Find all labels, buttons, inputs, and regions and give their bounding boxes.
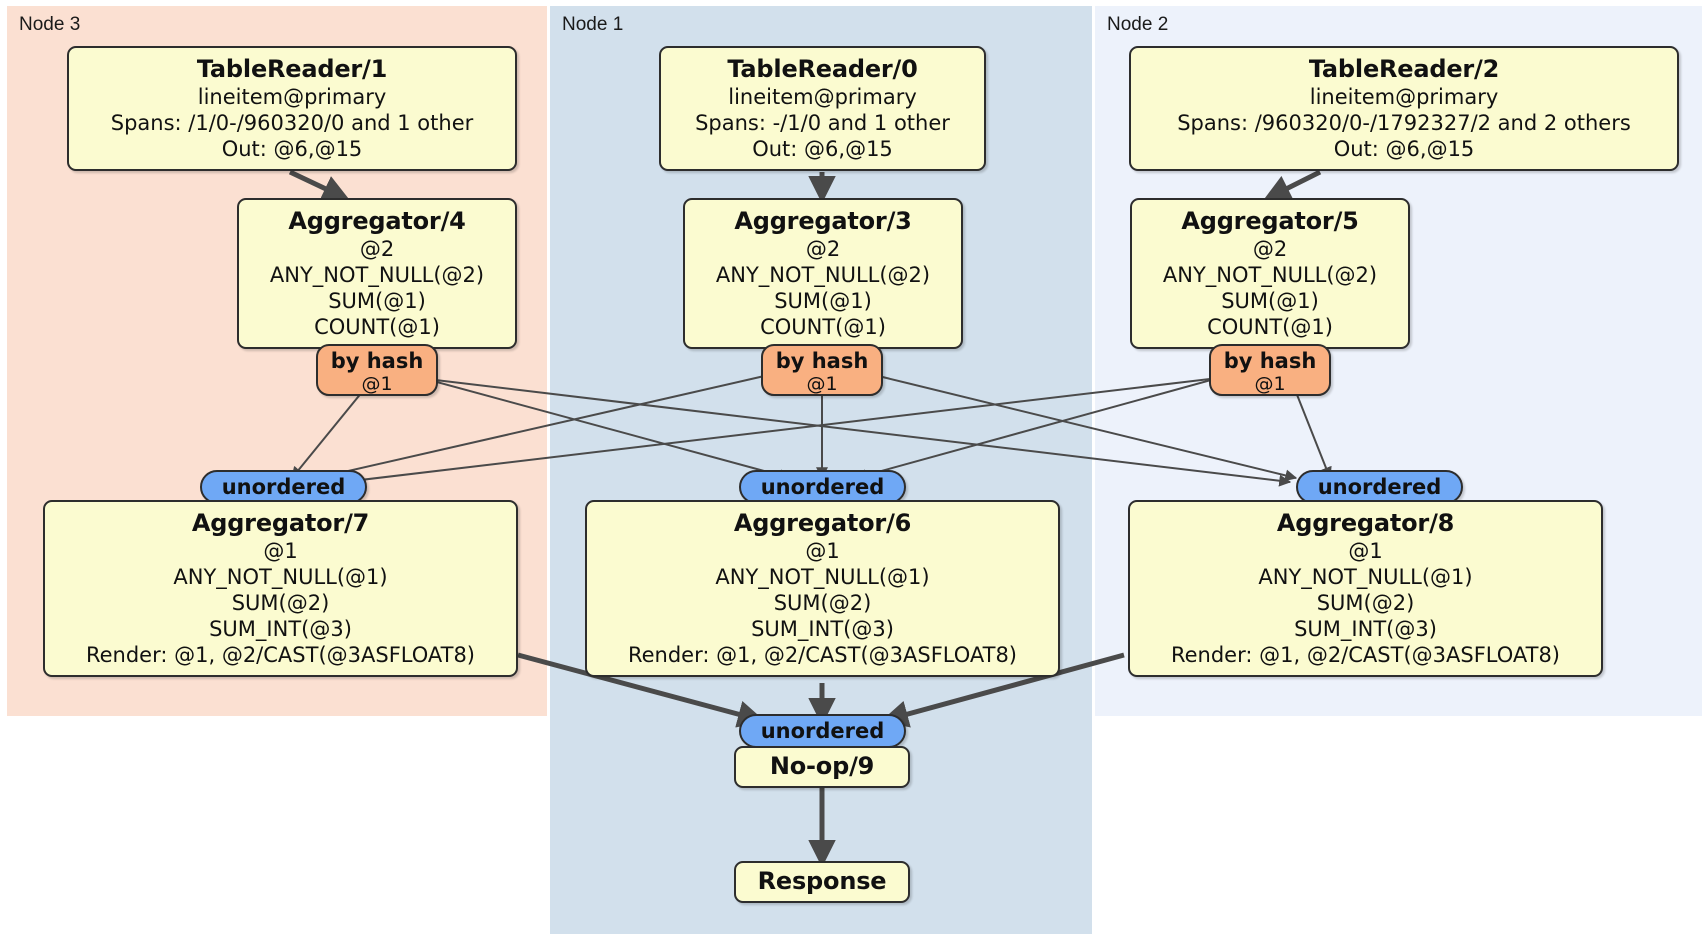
processor-detail-line: ANY_NOT_NULL(@1) <box>1258 565 1473 589</box>
input-sync-unordered-right[interactable]: unordered <box>1296 470 1463 504</box>
processor-detail-line: COUNT(@1) <box>1207 315 1333 339</box>
processor-table-reader-2[interactable]: TableReader/2 lineitem@primary Spans: /9… <box>1129 46 1679 171</box>
processor-table-reader-1[interactable]: TableReader/1 lineitem@primary Spans: /1… <box>67 46 517 171</box>
processor-detail-line: SUM_INT(@3) <box>209 617 352 641</box>
processor-title: TableReader/0 <box>727 55 918 83</box>
node-panel-label-node2: Node 2 <box>1107 14 1169 35</box>
processor-title: TableReader/2 <box>1308 55 1500 83</box>
processor-detail-line: SUM(@2) <box>231 591 330 615</box>
router-label: by hash <box>330 349 424 373</box>
processor-aggregator-5[interactable]: Aggregator/5 @2 ANY_NOT_NULL(@2) SUM(@1)… <box>1130 198 1410 349</box>
processor-detail-line: @2 <box>1252 237 1288 261</box>
processor-detail-line: Render: @1, @2/CAST(@3ASFLOAT8) <box>85 643 476 667</box>
processor-detail-line: Out: @6,@15 <box>752 137 893 161</box>
processor-detail-line: SUM(@1) <box>328 289 426 313</box>
processor-detail-line: ANY_NOT_NULL(@2) <box>1162 263 1378 287</box>
processor-title: Aggregator/4 <box>288 207 466 235</box>
processor-aggregator-7[interactable]: Aggregator/7 @1 ANY_NOT_NULL(@1) SUM(@2)… <box>43 500 518 677</box>
processor-title: TableReader/1 <box>196 55 388 83</box>
processor-detail-line: @1 <box>1348 539 1383 563</box>
processor-detail-line: SUM_INT(@3) <box>751 617 894 641</box>
processor-detail-line: SUM(@1) <box>774 289 872 313</box>
output-router-by-hash-left[interactable]: by hash @1 <box>316 344 438 396</box>
processor-detail-line: COUNT(@1) <box>760 315 886 339</box>
processor-detail-line: SUM(@1) <box>1221 289 1319 313</box>
processor-detail-line: Render: @1, @2/CAST(@3ASFLOAT8) <box>1170 643 1561 667</box>
processor-detail-line: ANY_NOT_NULL(@2) <box>269 263 485 287</box>
processor-detail-line: Spans: /960320/0-/1792327/2 and 2 others <box>1177 111 1631 135</box>
processor-detail-line: Out: @6,@15 <box>1333 137 1475 161</box>
processor-detail-line: @1 <box>263 539 298 563</box>
processor-noop-9[interactable]: No-op/9 <box>734 746 910 788</box>
input-sync-unordered-center[interactable]: unordered <box>739 470 906 504</box>
node-panel-label-node3: Node 3 <box>19 14 81 35</box>
processor-detail-line: SUM(@2) <box>773 591 872 615</box>
processor-detail-line: COUNT(@1) <box>314 315 440 339</box>
sync-label: unordered <box>221 475 346 499</box>
processor-title: No-op/9 <box>769 752 875 780</box>
processor-aggregator-8[interactable]: Aggregator/8 @1 ANY_NOT_NULL(@1) SUM(@2)… <box>1128 500 1603 677</box>
processor-detail-line: lineitem@primary <box>1309 85 1499 109</box>
processor-detail-line: SUM(@2) <box>1316 591 1415 615</box>
router-column: @1 <box>1254 373 1286 395</box>
router-label: by hash <box>775 349 869 373</box>
processor-detail-line: ANY_NOT_NULL(@1) <box>173 565 388 589</box>
sync-label: unordered <box>1317 475 1442 499</box>
processor-response[interactable]: Response <box>734 861 910 903</box>
input-sync-unordered-final[interactable]: unordered <box>739 714 906 748</box>
processor-aggregator-4[interactable]: Aggregator/4 @2 ANY_NOT_NULL(@2) SUM(@1)… <box>237 198 517 349</box>
processor-detail-line: Out: @6,@15 <box>221 137 363 161</box>
input-sync-unordered-left[interactable]: unordered <box>200 470 367 504</box>
processor-aggregator-6[interactable]: Aggregator/6 @1 ANY_NOT_NULL(@1) SUM(@2)… <box>585 500 1060 677</box>
processor-detail-line: @1 <box>805 539 840 563</box>
node-panel-label-node1: Node 1 <box>562 14 624 35</box>
processor-detail-line: @2 <box>359 237 395 261</box>
processor-detail-line: lineitem@primary <box>728 85 917 109</box>
output-router-by-hash-center[interactable]: by hash @1 <box>761 344 883 396</box>
output-router-by-hash-right[interactable]: by hash @1 <box>1209 344 1331 396</box>
processor-title: Aggregator/3 <box>734 207 912 235</box>
processor-table-reader-0[interactable]: TableReader/0 lineitem@primary Spans: -/… <box>659 46 986 171</box>
processor-title: Aggregator/6 <box>733 509 912 537</box>
sync-label: unordered <box>760 475 885 499</box>
processor-detail-line: Spans: /1/0-/960320/0 and 1 other <box>110 111 474 135</box>
router-column: @1 <box>361 373 393 395</box>
processor-title: Response <box>757 867 887 895</box>
router-column: @1 <box>806 373 838 395</box>
processor-detail-line: lineitem@primary <box>197 85 387 109</box>
processor-detail-line: @2 <box>805 237 841 261</box>
processor-detail-line: Render: @1, @2/CAST(@3ASFLOAT8) <box>627 643 1018 667</box>
processor-title: Aggregator/8 <box>1276 509 1455 537</box>
processor-aggregator-3[interactable]: Aggregator/3 @2 ANY_NOT_NULL(@2) SUM(@1)… <box>683 198 963 349</box>
processor-title: Aggregator/7 <box>191 509 370 537</box>
router-label: by hash <box>1223 349 1317 373</box>
processor-title: Aggregator/5 <box>1181 207 1359 235</box>
processor-detail-line: ANY_NOT_NULL(@1) <box>715 565 930 589</box>
processor-detail-line: ANY_NOT_NULL(@2) <box>715 263 931 287</box>
sync-label: unordered <box>760 719 885 743</box>
processor-detail-line: Spans: -/1/0 and 1 other <box>695 111 950 135</box>
processor-detail-line: SUM_INT(@3) <box>1294 617 1437 641</box>
